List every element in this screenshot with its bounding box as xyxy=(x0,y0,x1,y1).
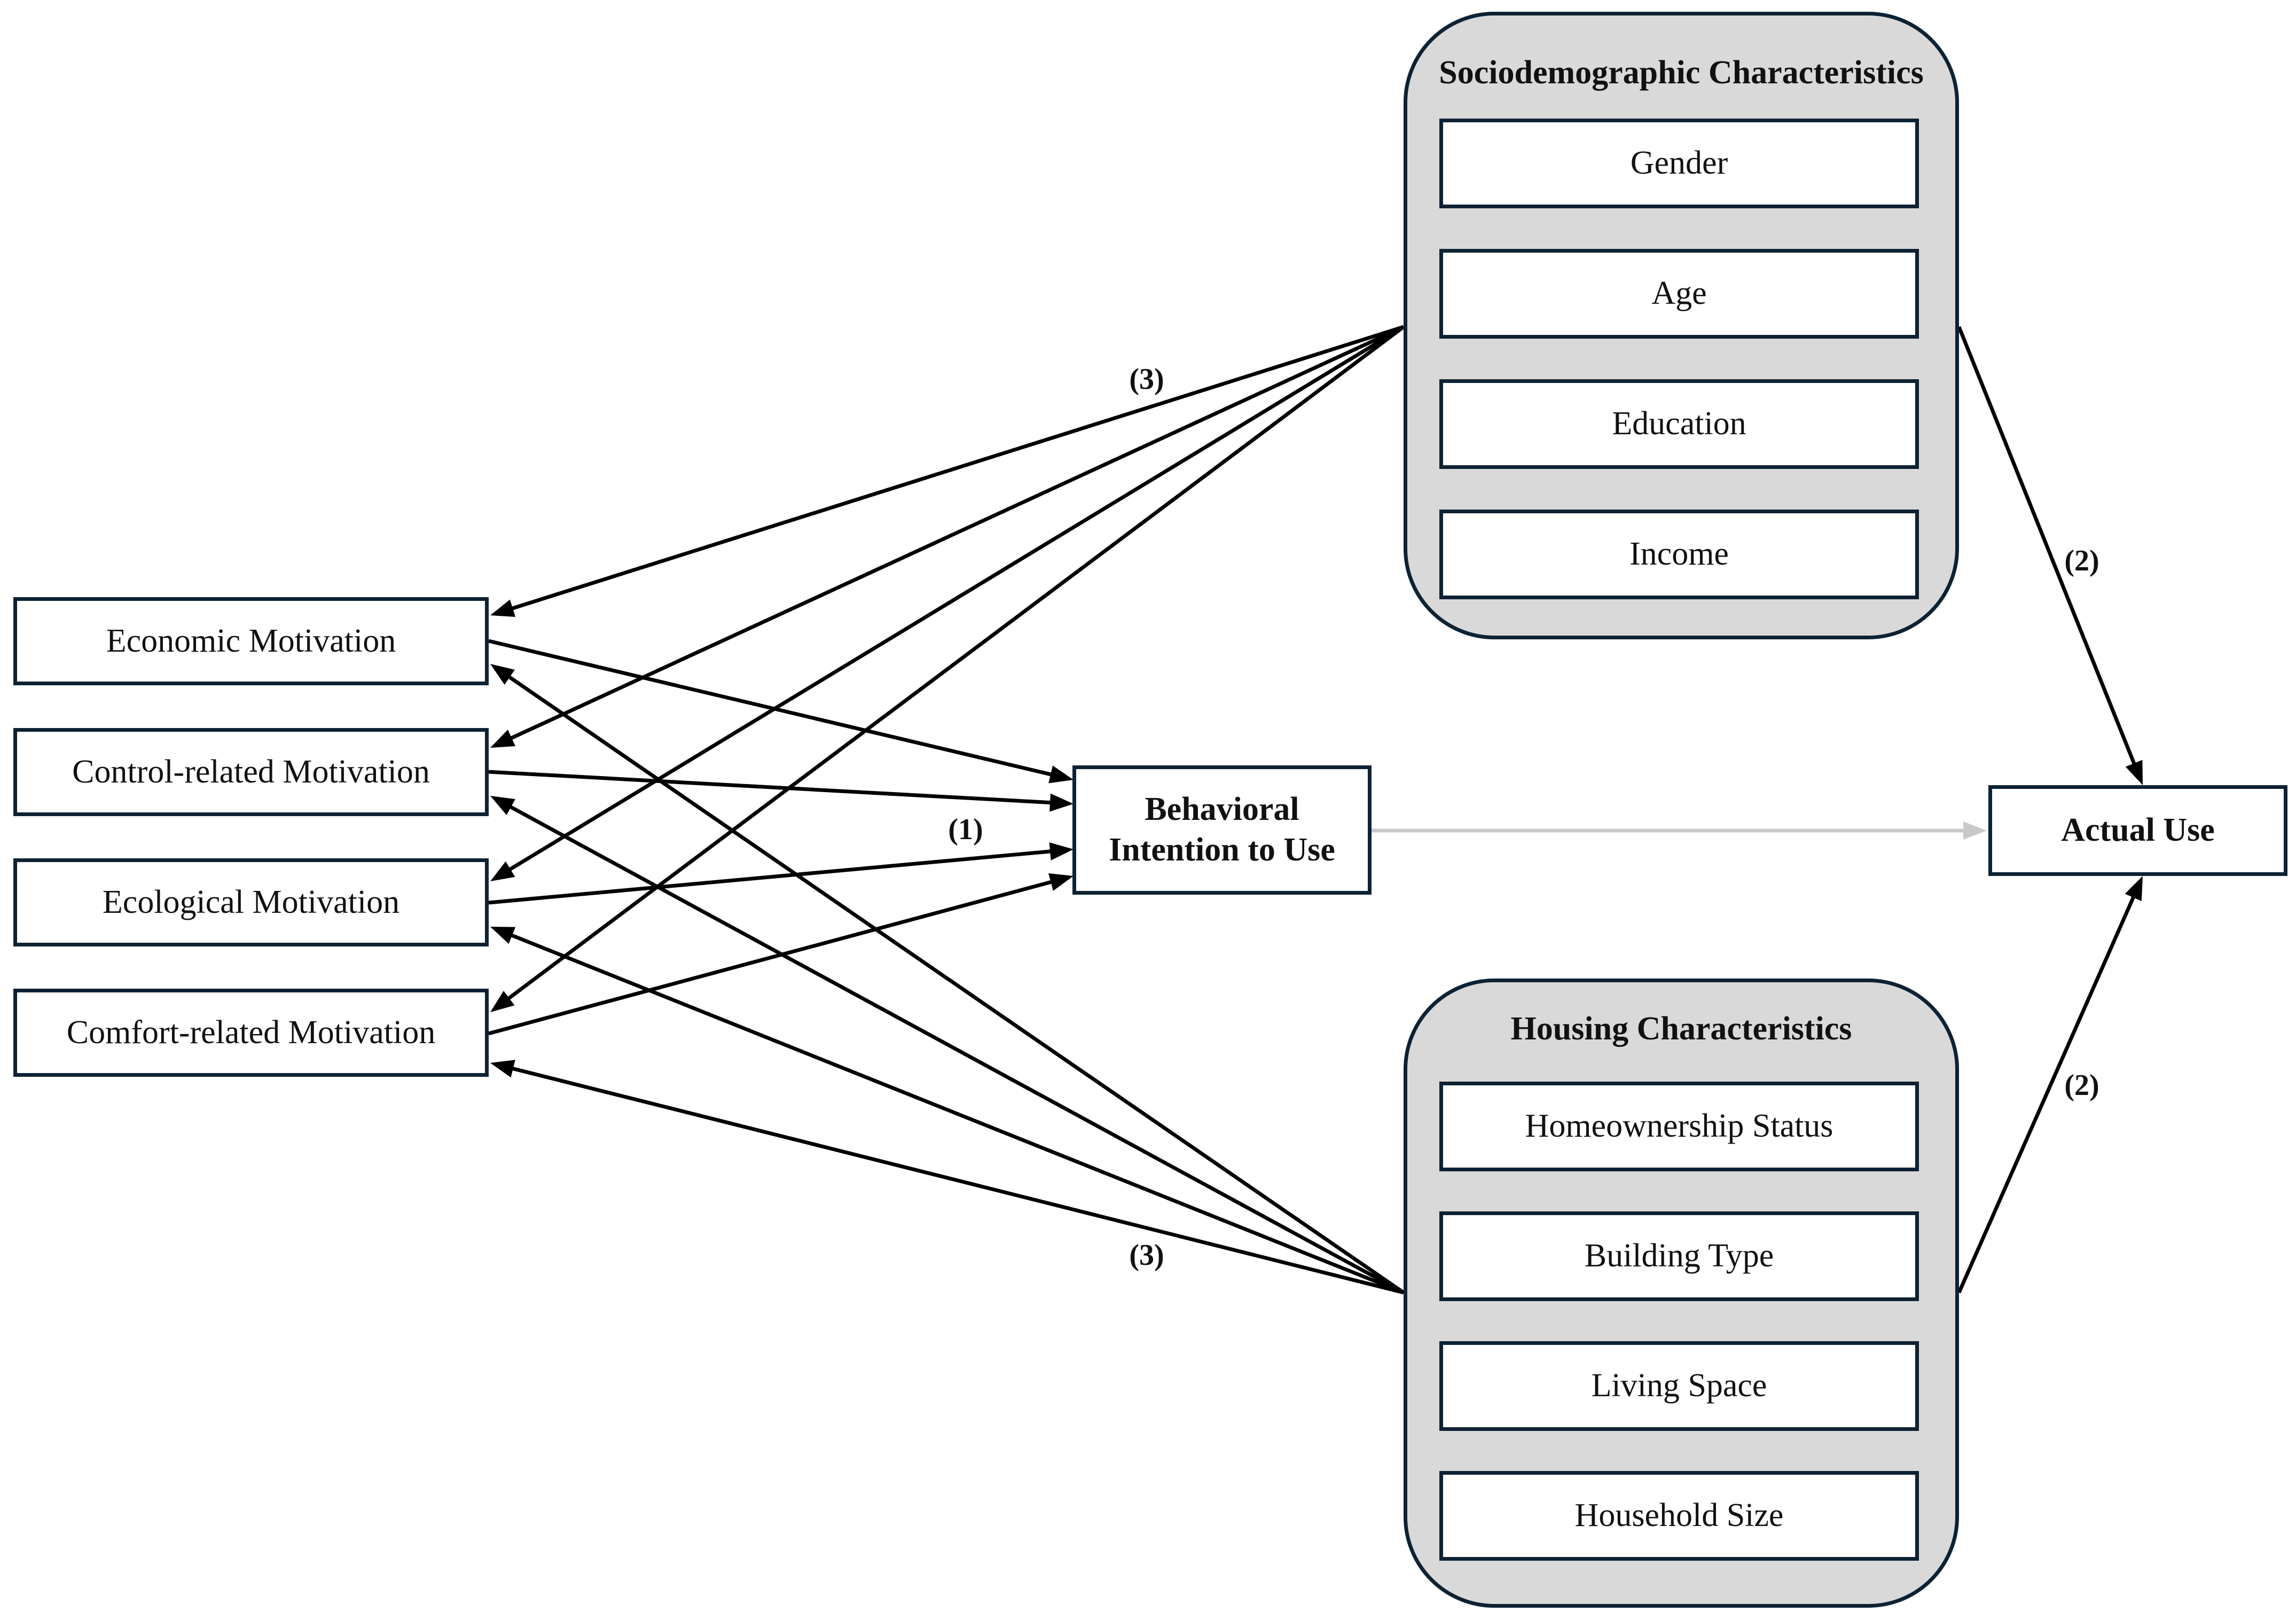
socio-item-age: Age xyxy=(1439,249,1919,339)
sociodemographic-title: Sociodemographic Characteristics xyxy=(1439,54,1924,91)
arrow-economic-to-intention-head xyxy=(1048,765,1073,784)
housing-item-label: Building Type xyxy=(1584,1238,1774,1274)
economic-motivation-box: Economic Motivation xyxy=(13,597,489,685)
arrow-housing-to-economic-head xyxy=(490,664,515,685)
arrow-housing-to-control-head xyxy=(490,796,515,815)
housing-item-homeownership: Homeownership Status xyxy=(1439,1082,1919,1171)
economic-motivation-label: Economic Motivation xyxy=(106,622,396,659)
socio-item-income: Income xyxy=(1439,510,1919,599)
actual-use-box: Actual Use xyxy=(1988,785,2287,876)
path-label-housing-actual: (2) xyxy=(2064,1069,2099,1102)
arrow-socio-to-economic-head xyxy=(490,599,516,617)
socio-item-label: Gender xyxy=(1630,145,1728,182)
comfort-motivation-box: Comfort-related Motivation xyxy=(13,989,489,1077)
arrow-socio-to-comfort xyxy=(505,325,1405,1001)
path-label-socio-actual: (2) xyxy=(2064,544,2099,577)
arrow-comfort-to-intention-head xyxy=(1048,873,1073,891)
housing-item-label: Household Size xyxy=(1574,1497,1784,1534)
arrow-housing-to-economic xyxy=(506,674,1405,1294)
arrow-economic-to-intention xyxy=(488,639,1054,777)
path-label-housing-motivations: (3) xyxy=(1129,1239,1164,1272)
arrow-control-to-intention xyxy=(488,770,1054,805)
housing-item-living-space: Living Space xyxy=(1439,1341,1919,1431)
arrow-housing-to-ecological xyxy=(508,932,1405,1295)
ecological-motivation-label: Ecological Motivation xyxy=(102,883,400,920)
arrow-socio-to-comfort-head xyxy=(490,991,515,1012)
socio-item-gender: Gender xyxy=(1439,119,1919,208)
housing-item-label: Homeownership Status xyxy=(1525,1108,1833,1145)
behavioral-intention-box: Behavioral Intention to Use xyxy=(1072,765,1372,895)
socio-item-education: Education xyxy=(1439,379,1919,469)
housing-item-label: Living Space xyxy=(1591,1367,1767,1404)
actual-use-label: Actual Use xyxy=(2061,812,2215,849)
arrow-housing-to-control xyxy=(507,804,1405,1295)
arrow-housing-to-actual-use xyxy=(1957,894,2136,1294)
arrow-socio-to-control xyxy=(508,325,1405,741)
arrow-heads xyxy=(490,599,2143,1078)
arrow-ecological-to-intention-head xyxy=(1049,842,1073,860)
arrow-housing-to-comfort-head xyxy=(490,1060,515,1078)
path-label-intention: (1) xyxy=(948,813,983,846)
housing-item-household-size: Household Size xyxy=(1439,1471,1919,1561)
arrow-comfort-to-intention xyxy=(488,879,1055,1036)
arrow-housing-to-actual-use-head xyxy=(2125,876,2143,902)
control-motivation-box: Control-related Motivation xyxy=(13,728,489,816)
arrow-socio-to-control-head xyxy=(490,730,516,748)
path-label-socio-motivations: (3) xyxy=(1129,363,1164,396)
arrow-socio-to-ecological-head xyxy=(490,861,515,881)
socio-item-label: Income xyxy=(1629,536,1729,573)
ecological-motivation-box: Ecological Motivation xyxy=(13,858,489,946)
comfort-motivation-label: Comfort-related Motivation xyxy=(66,1014,436,1051)
arrow-housing-to-ecological-head xyxy=(490,927,516,944)
housing-item-building-type: Building Type xyxy=(1439,1211,1919,1301)
arrow-socio-to-actual-use xyxy=(1957,326,2137,768)
arrow-ecological-to-intention xyxy=(488,849,1054,905)
control-motivation-label: Control-related Motivation xyxy=(72,753,430,790)
behavioral-intention-line1: Behavioral xyxy=(1145,791,1299,828)
arrow-housing-to-comfort xyxy=(510,1066,1404,1295)
socio-item-label: Education xyxy=(1612,405,1746,442)
arrow-socio-to-economic xyxy=(509,325,1405,611)
socio-item-label: Age xyxy=(1651,275,1707,312)
housing-title: Housing Characteristics xyxy=(1510,1011,1852,1047)
arrow-intention-to-actual-use-head xyxy=(1963,821,1987,840)
behavioral-intention-line2: Intention to Use xyxy=(1109,832,1335,868)
arrow-control-to-intention-head xyxy=(1049,793,1073,812)
arrow-socio-to-actual-use-head xyxy=(2125,760,2143,785)
